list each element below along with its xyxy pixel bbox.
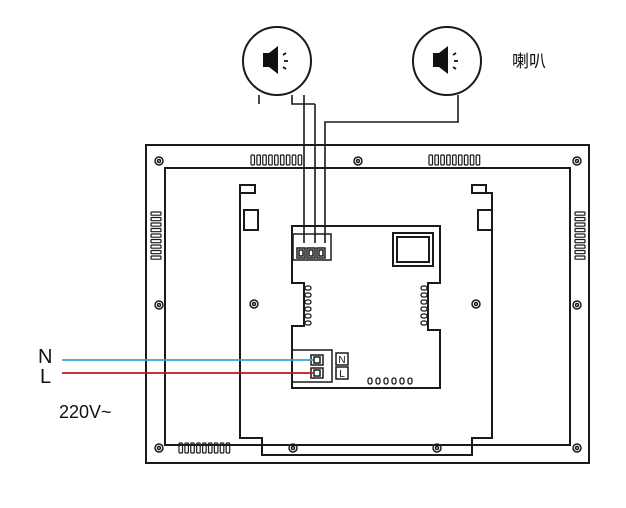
vent-slot bbox=[207, 442, 213, 454]
board-pin bbox=[391, 377, 397, 385]
speaker-icon bbox=[433, 46, 458, 74]
vent-slot bbox=[184, 442, 189, 454]
vent-slot bbox=[178, 442, 184, 454]
board-pin bbox=[407, 377, 413, 385]
board-pin bbox=[304, 292, 312, 298]
board-pin bbox=[420, 292, 428, 298]
board-pin bbox=[420, 306, 428, 312]
vent-slot bbox=[463, 154, 469, 166]
vent-slot bbox=[150, 222, 162, 227]
vent-slot bbox=[574, 216, 586, 222]
live-label: L bbox=[40, 366, 51, 388]
vent-slot bbox=[213, 442, 219, 454]
vent-slot bbox=[446, 154, 451, 166]
board-pin bbox=[304, 320, 312, 326]
board-pin bbox=[399, 377, 405, 385]
vent-slot bbox=[574, 238, 586, 244]
mains-wiring bbox=[62, 359, 313, 374]
vent-slot bbox=[291, 154, 297, 166]
vent-slot bbox=[574, 249, 586, 255]
vent-slot bbox=[150, 216, 162, 222]
board-pin bbox=[420, 320, 428, 326]
vent-slot bbox=[428, 154, 434, 166]
vent-slot bbox=[469, 154, 475, 166]
vent-slot bbox=[150, 238, 162, 244]
vent-slot bbox=[457, 154, 463, 166]
vent-slot bbox=[574, 227, 586, 233]
vent-slot bbox=[250, 154, 256, 166]
voltage-label: 220V~ bbox=[59, 402, 112, 422]
vent-slot bbox=[475, 154, 481, 166]
vent-slot bbox=[150, 249, 162, 255]
control-board bbox=[291, 225, 441, 389]
board-pin bbox=[420, 299, 428, 305]
vent-slot bbox=[452, 154, 457, 166]
corner-screws bbox=[154, 156, 582, 453]
vent-slot bbox=[150, 255, 162, 260]
vent-slot bbox=[196, 442, 201, 454]
speaker-2 bbox=[412, 26, 482, 96]
board-pin bbox=[304, 299, 312, 305]
vent-slot bbox=[274, 154, 279, 166]
vent-slot bbox=[574, 244, 586, 249]
speaker-icon bbox=[263, 46, 288, 74]
board-pin bbox=[383, 377, 389, 385]
vent-slot bbox=[262, 154, 267, 166]
terminal-l-mark: L bbox=[339, 369, 345, 380]
mounting-bracket bbox=[239, 184, 493, 456]
board-pin bbox=[304, 285, 312, 291]
speaker-terminal-block bbox=[292, 233, 332, 261]
vent-slot bbox=[150, 233, 162, 238]
board-pin bbox=[304, 306, 312, 312]
vent-slots bbox=[150, 154, 586, 454]
vent-slot bbox=[279, 154, 285, 166]
speaker-1 bbox=[242, 26, 312, 96]
vent-slot bbox=[285, 154, 291, 166]
board-pin bbox=[420, 313, 428, 319]
vent-slot bbox=[574, 211, 586, 216]
vent-slot bbox=[190, 442, 195, 454]
vent-slot bbox=[256, 154, 261, 166]
vent-slot bbox=[219, 442, 225, 454]
vent-slot bbox=[434, 154, 439, 166]
vent-slot bbox=[440, 154, 445, 166]
vent-slot bbox=[574, 222, 586, 227]
board-pin bbox=[367, 377, 373, 385]
neutral-label: N bbox=[38, 346, 52, 368]
board-pin-rows bbox=[304, 285, 428, 385]
board-pin bbox=[420, 285, 428, 291]
vent-slot bbox=[225, 442, 231, 454]
vent-slot bbox=[574, 233, 586, 238]
vent-slot bbox=[150, 227, 162, 233]
vent-slot bbox=[150, 244, 162, 249]
board-pin bbox=[304, 313, 312, 319]
monitor-back-panel bbox=[145, 144, 590, 464]
speaker-wires bbox=[258, 95, 459, 243]
vent-slot bbox=[574, 255, 586, 260]
vent-slot bbox=[150, 211, 162, 216]
vent-slot bbox=[268, 154, 273, 166]
speaker-label: 喇叭 bbox=[512, 52, 546, 72]
vent-slot bbox=[297, 154, 303, 166]
vent-slot bbox=[202, 442, 207, 454]
board-pin bbox=[375, 377, 381, 385]
terminal-n-mark: N bbox=[338, 355, 345, 366]
